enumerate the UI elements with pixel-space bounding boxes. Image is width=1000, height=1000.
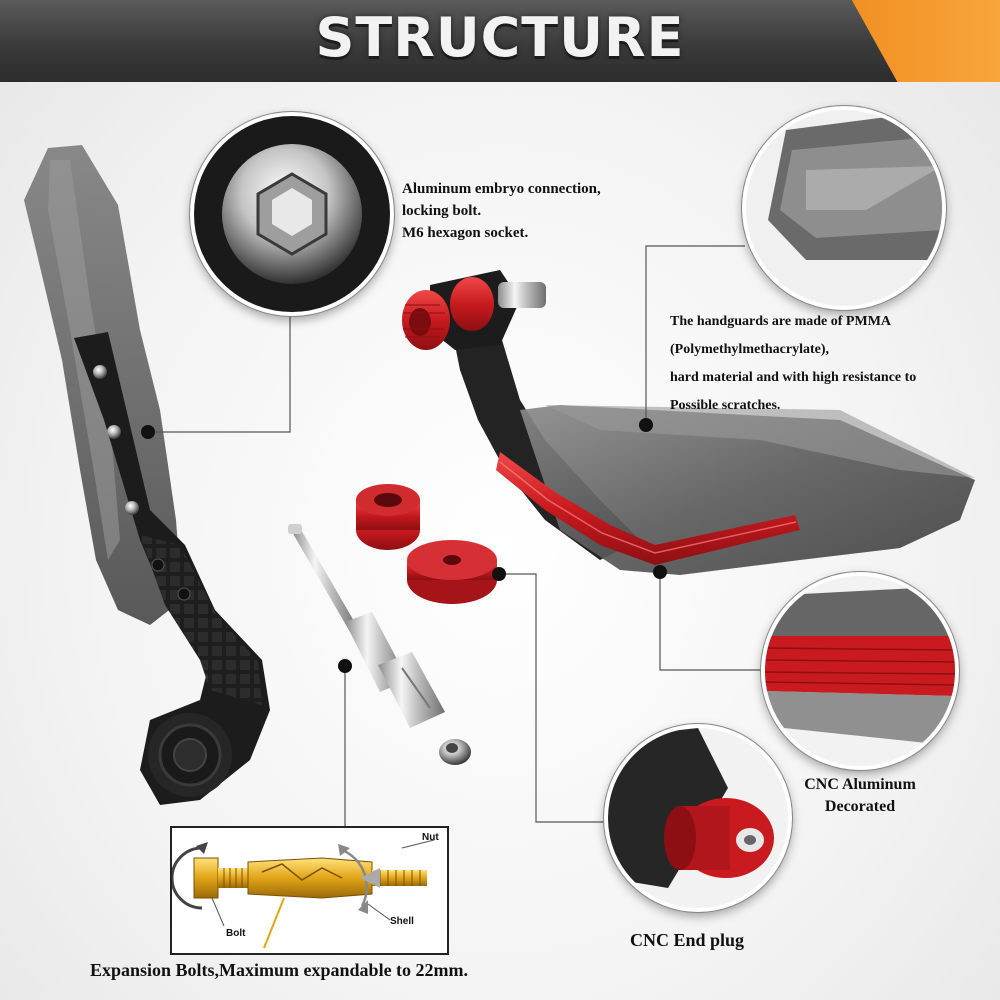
callout-pmma: The handguards are made of PMMA (Polymet…	[670, 308, 916, 420]
hex-bolt-icon	[222, 144, 362, 284]
callout-dots	[141, 418, 667, 673]
diagram-label-shell: Shell	[390, 916, 414, 927]
pmma-edge-icon	[768, 110, 942, 260]
right-handguard	[402, 270, 975, 575]
end-plug-icon	[608, 728, 774, 888]
callout-cnc-decor-line-2: Decorated	[824, 798, 896, 815]
diagram-label-nut: Nut	[422, 832, 439, 843]
expansion-bolt-icon	[170, 839, 435, 949]
callout-bolt: Aluminum embryo connection, locking bolt…	[402, 178, 601, 244]
cnc-decor-icon	[765, 586, 955, 746]
callout-bolt-line-1: Aluminum embryo connection,	[402, 181, 601, 197]
page-title: STRUCTURE	[315, 6, 685, 69]
header-banner	[0, 0, 1000, 82]
callout-pmma-line-3: hard material and with high resistance t…	[670, 370, 917, 385]
zoom-bolt	[190, 112, 394, 316]
callout-pmma-line-4: Possible scratches.	[670, 398, 781, 413]
callout-end-plug: CNC End plug	[630, 930, 745, 950]
zoom-cnc-decor	[761, 572, 959, 770]
callout-bolt-line-3: M6 hexagon socket.	[402, 225, 529, 241]
callout-pmma-line-2: (Polymethylmethacrylate),	[670, 342, 829, 357]
callout-bolt-line-2: locking bolt.	[402, 203, 482, 219]
loose-parts	[288, 484, 497, 765]
zoom-pmma-edge	[742, 106, 946, 310]
callout-cnc-decor-line-1: CNC Aluminum	[804, 776, 916, 793]
zoom-end-plug	[604, 724, 792, 912]
leader-lines	[148, 245, 765, 830]
diagram-label-bolt: Bolt	[226, 928, 246, 939]
left-handguard	[24, 145, 270, 805]
callout-cnc-decor: CNC Aluminum Decorated	[790, 774, 930, 818]
callout-pmma-line-1: The handguards are made of PMMA	[670, 314, 892, 329]
callout-expansion: Expansion Bolts,Maximum expandable to 22…	[90, 960, 469, 980]
expansion-bolt-diagram: Nut Shell Bolt	[170, 826, 449, 955]
